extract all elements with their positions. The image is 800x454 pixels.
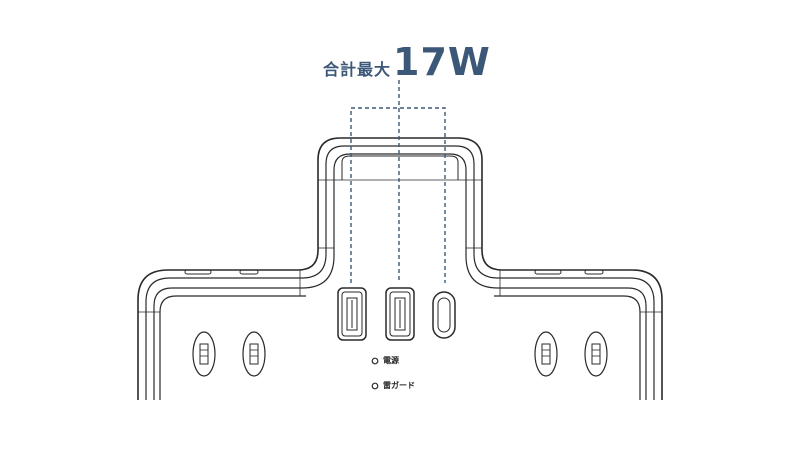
power-indicator-label: 電源 [383,356,399,365]
ac-outlet-left-2 [242,331,266,377]
ac-outlet-right-2 [584,331,608,377]
body-outline-inner-2 [153,153,647,400]
guard-led-icon [371,382,379,390]
guard-indicator-label: 雷ガード [383,381,415,390]
usb-c-port [432,291,456,339]
headline-prefix: 合計最大 [323,60,392,79]
headline-value: 17W [393,40,491,84]
ac-outlet-left-1 [192,331,216,377]
usb-a-port-2 [385,287,415,341]
callout-bracket [350,107,446,283]
ac-outlet-right-1 [534,331,558,377]
body-outline-inner [145,145,655,400]
total-max-output-callout: 合計最大 17W [323,40,491,84]
usb-a-port-1 [337,287,367,341]
neck-edge [341,155,459,180]
power-led-icon [371,357,379,365]
body-outline-outer [137,137,663,400]
